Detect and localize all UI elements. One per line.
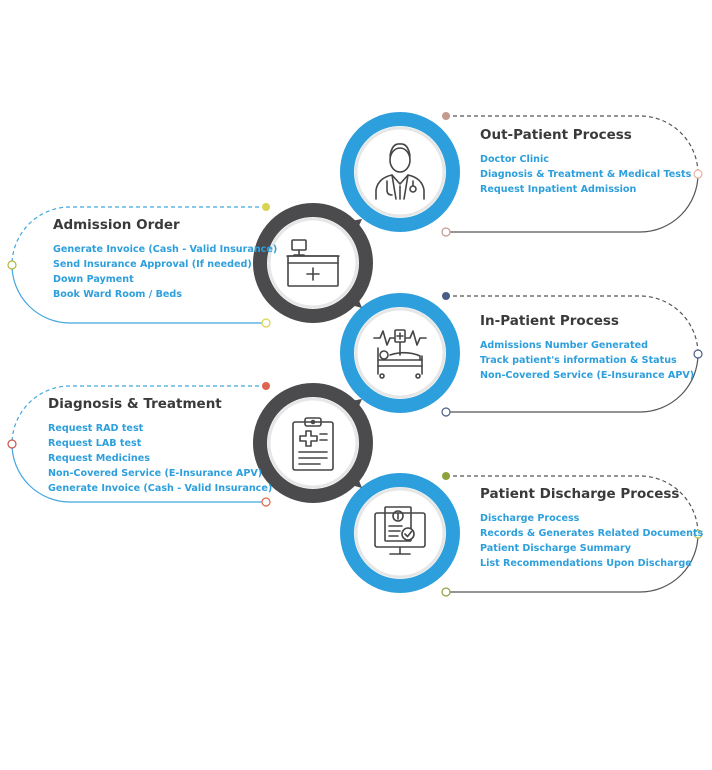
dot-step-5-mid [693,529,703,539]
flow-arrow-1 [351,219,362,228]
invoice-monitor-icon [374,506,426,555]
connector-step-4-lower [11,443,266,503]
step-item: Request Medicines [48,453,150,464]
step-title: In-Patient Process [480,313,619,329]
step-item: Diagnosis & Treatment & Medical Tests [480,169,692,180]
step-item: Track patient's information & Status [480,355,677,366]
step-title: Patient Discharge Process [480,486,680,502]
step-item: Non-Covered Service (E-Insurance APV) [48,468,263,479]
step-items: Generate Invoice (Cash - Valid Insurance… [53,242,277,302]
connector-step-4 [11,385,266,445]
connector-step-1-lower [446,173,699,233]
step-item: Admissions Number Generated [480,340,648,351]
step-admission-order: Admission Order Generate Invoice (Cash -… [53,217,277,302]
dot-step-2-end [261,318,271,328]
step-item: Book Ward Room / Beds [53,289,183,300]
step-item: Send Insurance Approval (If needed) [53,259,252,270]
step-items: Admissions Number Generated Track patien… [480,338,694,383]
step-item: Non-Covered Service (E-Insurance APV) [480,370,695,381]
step-item: List Recommendations Upon Discharge [480,558,692,569]
connector-step-2 [11,206,266,266]
dot-step-1-end [441,227,451,237]
step-title: Admission Order [53,217,180,233]
step-items: Doctor Clinic Diagnosis & Treatment & Me… [480,152,691,197]
step-items: Request RAD test Request LAB test Reques… [48,421,272,496]
step-items: Discharge Process Records & Generates Re… [480,511,703,571]
step-item: Request Inpatient Admission [480,184,637,195]
doctor-icon [375,143,425,200]
connector-step-2-lower [11,264,266,324]
step-item: Discharge Process [480,513,580,524]
flow-arrow-3 [351,399,362,408]
step-patient-discharge: Patient Discharge Process Discharge Proc… [480,486,703,571]
dot-step-3-start [442,292,450,300]
dot-step-2-start [262,203,270,211]
hospital-bed-icon [373,329,427,379]
step-item: Records & Generates Related Documents [480,528,704,539]
step-in-patient: In-Patient Process Admissions Number Gen… [480,313,694,383]
dot-step-3-end [441,407,451,417]
step-out-patient: Out-Patient Process Doctor Clinic Diagno… [480,127,691,197]
step-item: Down Payment [53,274,134,285]
dot-step-1-mid [693,169,703,179]
dot-step-5-start [442,472,450,480]
ring-step-5 [340,473,460,593]
step-item: Generate Invoice (Cash - Valid Insurance… [48,483,273,494]
step-item: Doctor Clinic [480,154,549,165]
dot-step-4-start [262,382,270,390]
step-item: Generate Invoice (Cash - Valid Insurance… [53,244,278,255]
dot-step-1-start [442,112,450,120]
step-item: Request RAD test [48,423,144,434]
step-title: Out-Patient Process [480,127,632,143]
clipboard-icon [292,417,334,471]
dot-step-3-mid [693,349,703,359]
step-diagnosis-treatment: Diagnosis & Treatment Request RAD test R… [48,396,272,496]
dot-step-4-mid [7,439,17,449]
step-item: Request LAB test [48,438,142,449]
reception-desk-icon [286,239,340,287]
step-item: Patient Discharge Summary [480,543,631,554]
connector-step-5-lower [446,533,699,593]
step-title: Diagnosis & Treatment [48,396,222,412]
flow-arrow-2 [351,298,362,308]
dot-step-5-end [441,587,451,597]
flow-arrow-4 [351,478,362,488]
connector-step-3-lower [446,353,699,413]
dot-step-2-mid [7,260,17,270]
ring-step-4 [253,383,373,503]
dot-step-4-end [261,497,271,507]
